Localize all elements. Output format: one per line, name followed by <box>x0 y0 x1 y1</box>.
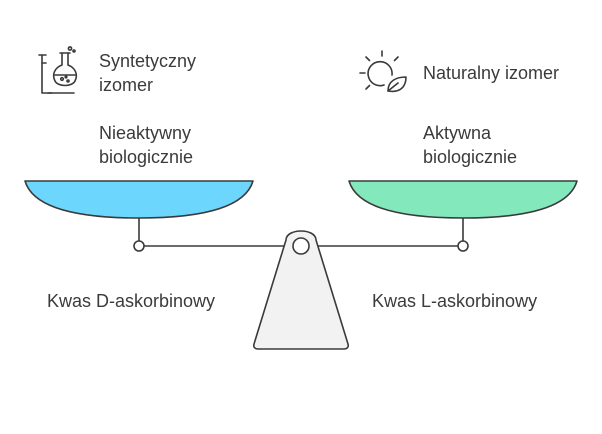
fulcrum <box>252 230 350 350</box>
natural-isomer-label: Naturalny izomer <box>423 63 560 83</box>
right-pan <box>348 180 578 219</box>
flask-test-tube-icon <box>38 46 78 94</box>
right-joint <box>457 240 469 252</box>
l-ascorbic-acid-label: Kwas L-askorbinowy <box>372 291 538 311</box>
inactive-label: Nieaktywny biologicznie <box>99 123 194 167</box>
left-joint <box>133 240 145 252</box>
synthetic-isomer-label: Syntetyczny izomer <box>99 51 197 95</box>
d-ascorbic-acid-label: Kwas D-askorbinowy <box>47 291 216 311</box>
left-pan <box>24 180 254 219</box>
active-label: Aktywna biologicznie <box>423 123 518 167</box>
pivot <box>292 237 310 255</box>
sun-leaf-icon <box>359 50 407 93</box>
